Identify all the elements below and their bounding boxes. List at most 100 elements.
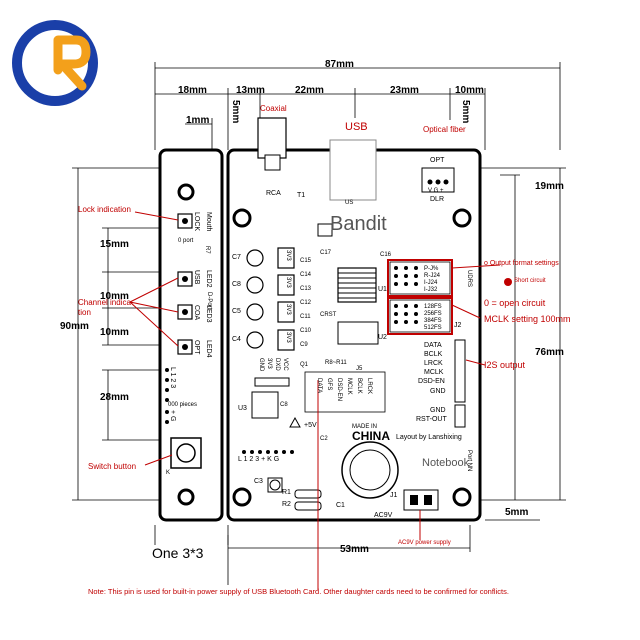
- mb-r8: R8~R11: [325, 360, 347, 366]
- mb-q1: Q1: [300, 362, 309, 368]
- dim-10mm-a: 10mm: [100, 291, 129, 302]
- mb-rp-gnd2: GND: [430, 407, 446, 414]
- mb-fs-bot-0: 128FS: [424, 304, 442, 310]
- lb-plusg: + G: [169, 410, 176, 422]
- mb-c2: C2: [320, 436, 328, 442]
- dim-23mm: 23mm: [390, 85, 419, 96]
- mb-c14: C14: [300, 272, 312, 278]
- lb-led3: LED3: [205, 305, 212, 323]
- lb-lock: LOCK: [193, 212, 200, 232]
- mb-fn-mclk: MCLK: [346, 378, 352, 395]
- mb-rca: RCA: [266, 190, 281, 197]
- label-lock: Lock indication: [78, 205, 131, 214]
- q-logo-icon: [12, 20, 98, 106]
- mb-gnd: GND: [258, 358, 264, 372]
- mb-udrs: UDRS: [466, 270, 472, 288]
- dim-90mm: 90mm: [60, 321, 89, 332]
- lb-usb: USB: [193, 270, 200, 285]
- mb-fn-bclk: BCLK: [356, 378, 362, 394]
- mb-c3: C3: [254, 478, 263, 485]
- mb-us: US: [345, 200, 354, 206]
- dim-19mm: 19mm: [535, 181, 564, 192]
- mb-madein: MADE IN: [352, 424, 378, 430]
- mb-dlr: DLR: [430, 196, 445, 203]
- annotation-leaders: [129, 211, 501, 590]
- mb-fn-lrck: LRCK: [366, 378, 372, 395]
- mb-c7: C7: [232, 254, 241, 261]
- dim-10mm-b: 10mm: [100, 327, 129, 338]
- mb-opt: OPT: [430, 157, 445, 164]
- mb-u1: U1: [378, 286, 387, 293]
- switch-button-symbol: [170, 437, 202, 469]
- mb-china: CHINA: [352, 429, 390, 443]
- mb-rp-bclk: BCLK: [424, 351, 443, 358]
- mb-j2: J2: [454, 322, 462, 329]
- mb-c8b: C8: [280, 402, 288, 408]
- mb-u2: U2: [378, 334, 387, 341]
- dim-10mm: 10mm: [455, 85, 484, 96]
- label-ac9v: AC9V power supply: [398, 540, 451, 546]
- lb-mouth: Mouth: [205, 212, 212, 232]
- left-board: [158, 148, 224, 522]
- mb-fs-top-2: I-J24: [424, 280, 438, 286]
- mb-fs-bot-2: 384FS: [424, 318, 442, 324]
- mb-vg: V G +: [428, 188, 444, 194]
- mb-c9: C9: [300, 342, 308, 348]
- mb-r1: R1: [282, 489, 291, 496]
- mb-dxd: DXD: [274, 358, 280, 371]
- mb-c5: C5: [232, 308, 241, 315]
- mb-fn-data: DATA: [316, 378, 322, 394]
- dim-87mm: 87mm: [325, 59, 354, 70]
- lb-k: K: [166, 470, 171, 476]
- dim-5mm-left: 5mm: [230, 100, 241, 124]
- mb-rp-mclk: MCLK: [424, 369, 444, 376]
- mb-3v3-0: 3V3: [285, 250, 291, 261]
- lb-led4: LED4: [205, 340, 212, 358]
- lb-pieces: 000 pieces: [168, 402, 198, 408]
- mb-rp-gnd1: GND: [430, 388, 446, 395]
- mb-u3: U3: [238, 405, 247, 412]
- mb-t1: T1: [297, 192, 306, 199]
- mb-ac9v: AC9V: [374, 512, 393, 519]
- mb-fn-dsd: DSD-EN: [336, 378, 342, 402]
- dim-53mm: 53mm: [340, 544, 369, 555]
- lb-0port: 0 port: [178, 238, 194, 244]
- mb-3v3b: 3V3: [266, 358, 272, 369]
- lb-opt: OPT: [193, 340, 200, 355]
- label-open: 0 = open circuit: [484, 298, 546, 308]
- mb-rp-rst: RST-OUT: [416, 416, 447, 423]
- label-one: One 3*3: [152, 545, 204, 561]
- dim-28mm: 28mm: [100, 392, 129, 403]
- lb-pins: L 1 2 3: [169, 367, 176, 389]
- label-i2s: I2S output: [484, 360, 526, 370]
- note-text: Note: This pin is used for built-in powe…: [88, 587, 509, 596]
- mb-j1: J1: [390, 492, 398, 499]
- mb-fs-bot-1: 256FS: [424, 311, 442, 317]
- label-mclk: MCLK setting 100mm: [484, 314, 571, 324]
- label-coaxial: Coaxial: [260, 104, 287, 113]
- mb-c13: C13: [300, 286, 312, 292]
- mb-fn-gfs: GFS: [326, 378, 332, 391]
- mb-fs-top-0: P-J%: [424, 266, 439, 272]
- dim-22mm: 22mm: [295, 85, 324, 96]
- label-channel: Channel indica- tion: [78, 298, 134, 317]
- mb-3v3-1: 3V3: [285, 277, 291, 288]
- mb-c17: C17: [320, 250, 332, 256]
- label-short: Short circuit: [514, 278, 546, 284]
- mb-r2: R2: [282, 501, 291, 508]
- mb-j5: J5: [356, 366, 363, 372]
- dim-13mm: 13mm: [236, 85, 265, 96]
- mb-c4: C4: [232, 336, 241, 343]
- label-switch: Switch button: [88, 462, 137, 471]
- mb-crst: CRST: [320, 312, 337, 318]
- mb-rp-data: DATA: [424, 342, 442, 349]
- mb-c11: C11: [300, 314, 311, 320]
- dimension-lines: [72, 62, 566, 585]
- mb-fs-bot-3: 512FS: [424, 325, 442, 331]
- dim-18mm: 18mm: [178, 85, 207, 96]
- dim-5mm-right: 5mm: [460, 100, 471, 124]
- mb-layoutby: Layout by Lanshixing: [396, 434, 462, 441]
- lb-led2: LED2: [205, 270, 212, 288]
